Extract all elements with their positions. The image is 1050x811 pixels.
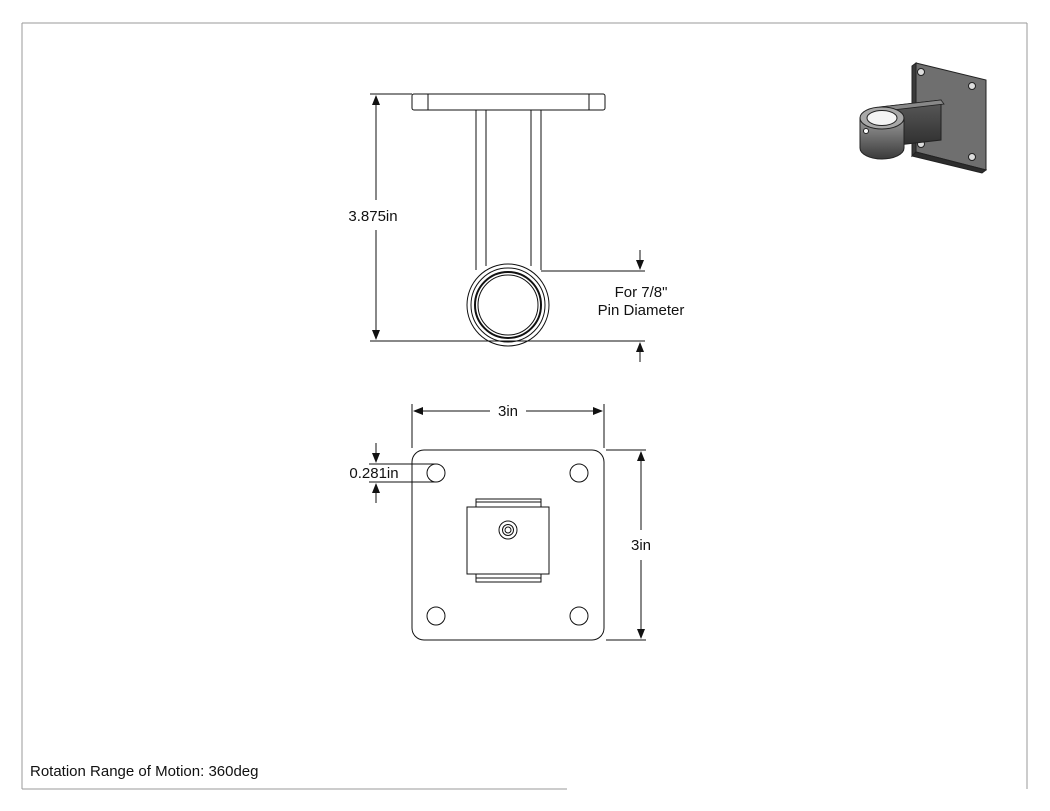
- width-dimension-label: 3in: [498, 403, 518, 420]
- height-dimension-label: 3.875in: [348, 208, 397, 225]
- pin-note-line2: Pin Diameter: [598, 302, 685, 319]
- mounting-hole: [426, 606, 446, 626]
- hole-dimension: [369, 443, 436, 503]
- footer-note: Rotation Range of Motion: 360deg: [30, 763, 259, 780]
- mounting-hole: [569, 463, 589, 483]
- isometric-view: [859, 62, 988, 174]
- width-dimension-top: [411, 404, 605, 448]
- hole-dimension-label: 0.281in: [349, 465, 398, 482]
- drawing-frame: [21, 22, 1028, 790]
- side-view: [370, 93, 645, 347]
- mounting-hole: [569, 606, 589, 626]
- height-dimension-top-label: 3in: [631, 537, 651, 554]
- height-dimension-top: [606, 449, 646, 641]
- pin-note-line1: For 7/8": [615, 284, 668, 301]
- top-view: [411, 449, 605, 641]
